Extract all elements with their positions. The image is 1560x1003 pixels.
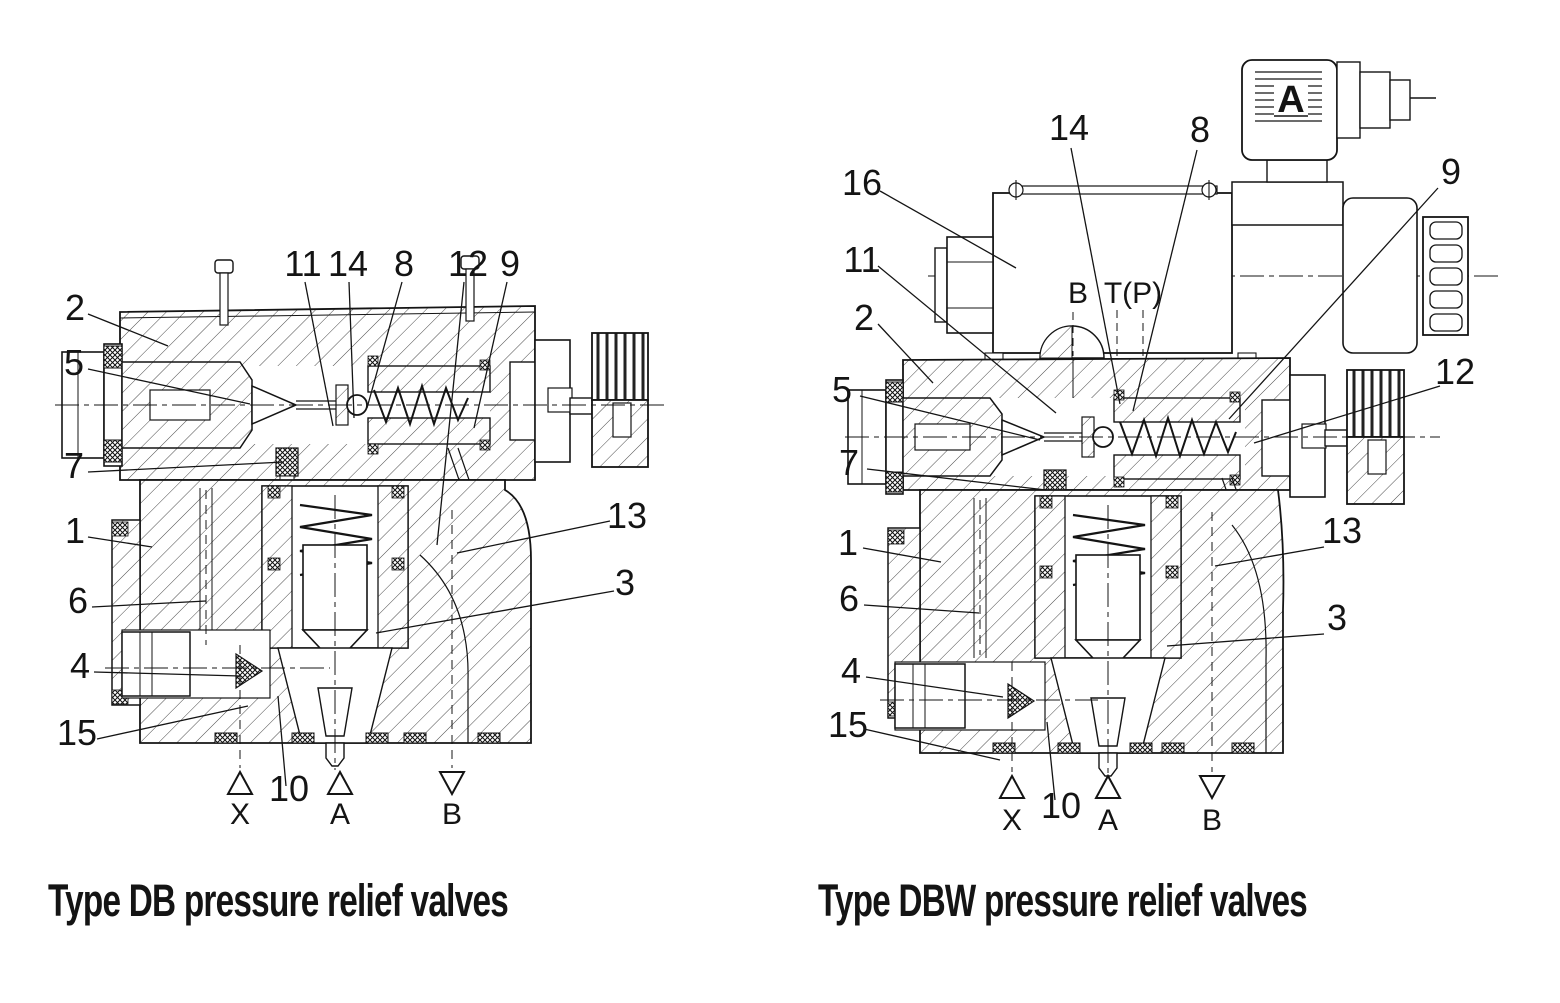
dbw-callout-1: 1: [838, 522, 858, 563]
dbw-connector-label: A: [1277, 79, 1304, 121]
db-callout-3: 3: [615, 562, 635, 603]
db-callouts: 2 5 7 1 6 4 15 11 14 8 12 9 13 3 10: [57, 243, 647, 809]
db-callout-10: 10: [269, 768, 309, 809]
db-port-x-label: X: [230, 798, 250, 831]
db-callout-5: 5: [64, 342, 84, 383]
dbw-callout-9: 9: [1441, 151, 1461, 192]
dbw-callout-4: 4: [841, 650, 861, 691]
dbw-solenoid-coil: [992, 192, 1233, 354]
dbw-diagram: A: [818, 59, 1502, 926]
dbw-port-x-triangle: [998, 773, 1026, 799]
db-port-a-triangle: [326, 769, 354, 795]
dbw-centerlines: [845, 436, 1440, 780]
db-callout-9: 9: [500, 243, 520, 284]
db-leader-lines: [87, 281, 615, 787]
db-x-port-plug: [121, 629, 271, 699]
dbw-callout-2: 2: [854, 297, 874, 338]
dbw-port-b-label: B: [1202, 804, 1222, 837]
dbw-caption: Type DBW pressure relief valves: [818, 875, 1307, 926]
db-diagram: 2 5 7 1 6 4 15 11 14 8 12 9 13 3 10 X A …: [48, 243, 665, 926]
dbw-main-cartridge: [1034, 495, 1182, 777]
dbw-callout-8: 8: [1190, 109, 1210, 150]
db-callout-6: 6: [68, 580, 88, 621]
dbw-main-spring: [1072, 513, 1146, 587]
dbw-callout-5: 5: [832, 369, 852, 410]
dbw-callout-10: 10: [1041, 785, 1081, 826]
db-centerlines: [55, 404, 665, 770]
dbw-port-b-triangle: [1198, 775, 1226, 801]
db-port-b-label: B: [442, 798, 462, 831]
dbw-callout-13: 13: [1322, 510, 1362, 551]
db-callout-15: 15: [57, 712, 97, 753]
dbw-port-notes: B T(P): [1068, 277, 1162, 310]
db-bottom-seals: [214, 732, 501, 744]
db-callout-14: 14: [328, 243, 368, 284]
dbw-connector-label-bg: [1274, 80, 1308, 116]
dbw-note-tp: T(P): [1104, 277, 1162, 310]
dbw-callout-16: 16: [842, 162, 882, 203]
dbw-bottom-stud: [1098, 752, 1118, 777]
dbw-port-a-label: A: [1098, 804, 1118, 837]
dbw-hex-nut: [946, 236, 994, 334]
db-callout-2: 2: [65, 287, 85, 328]
dbw-bottom-seals: [992, 742, 1255, 754]
dbw-callout-3: 3: [1327, 597, 1347, 638]
db-main-spring: [299, 503, 373, 577]
dbw-port-a-triangle: [1094, 773, 1122, 799]
dbw-callout-12: 12: [1435, 351, 1475, 392]
dbw-note-b: B: [1068, 277, 1088, 310]
db-callout-13: 13: [607, 495, 647, 536]
db-callout-11: 11: [284, 243, 321, 284]
db-adjust-knob: [509, 332, 649, 468]
dbw-ports: X A B: [998, 773, 1226, 837]
db-caption: Type DB pressure relief valves: [48, 875, 508, 926]
dbw-x-port-plug: [894, 661, 1046, 731]
dbw-adjust-knob: [1261, 369, 1405, 505]
db-pilot-spring: [373, 382, 469, 428]
db-callout-8: 8: [394, 243, 414, 284]
dbw-callout-14: 14: [1049, 107, 1089, 148]
dbw-callouts: 16 11 2 5 7 1 6 4 15 14 8 9 12 13 3 10: [828, 107, 1475, 826]
dbw-callout-15: 15: [828, 704, 868, 745]
dbw-pilot-spring: [1119, 414, 1237, 460]
db-callout-7: 7: [64, 445, 84, 486]
dbw-callout-7: 7: [839, 442, 859, 483]
db-knurled-knob: [591, 332, 649, 401]
db-port-b-triangle: [438, 771, 466, 797]
dbw-callout-6: 6: [839, 578, 859, 619]
db-callout-4: 4: [70, 645, 90, 686]
dbw-solenoid: [928, 180, 1502, 363]
db-ports: X A B: [226, 769, 466, 831]
db-callout-12: 12: [448, 243, 488, 284]
dbw-port-x-label: X: [1002, 804, 1022, 837]
db-bottom-stud: [325, 742, 345, 767]
db-port-x-triangle: [226, 769, 254, 795]
db-port-a-label: A: [330, 798, 350, 831]
dbw-leader-lines: [859, 147, 1441, 801]
dbw-callout-11: 11: [843, 239, 880, 280]
dbw-connector: A: [1241, 59, 1436, 183]
db-callout-1: 1: [65, 510, 85, 551]
dbw-knurled-knob: [1346, 369, 1405, 438]
